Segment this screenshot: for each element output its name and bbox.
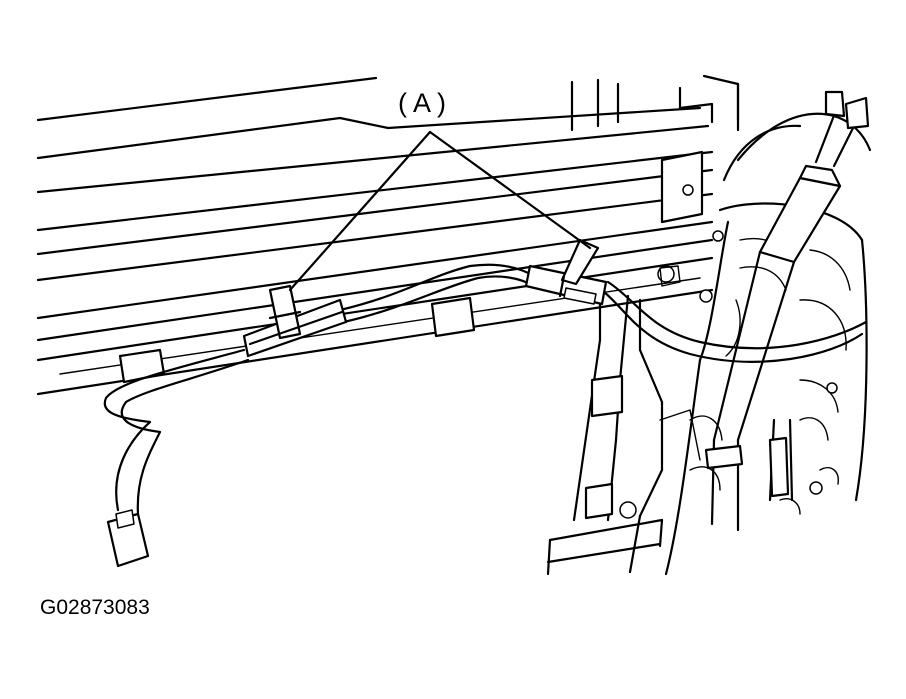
- seat-frame: [659, 112, 872, 576]
- right-connector: [768, 418, 794, 502]
- gas-strut: [704, 90, 870, 532]
- harness-clip-right: [524, 238, 608, 306]
- figure-id: G02873083: [40, 596, 150, 619]
- callout-leaders: [288, 130, 592, 292]
- rail-tabs: [118, 296, 476, 384]
- harness-clip-left: [242, 284, 348, 358]
- callout-label-a: (A): [398, 88, 452, 118]
- wire-harness: [103, 263, 868, 568]
- body-pillar: [546, 74, 740, 576]
- trim-rails: [36, 76, 714, 396]
